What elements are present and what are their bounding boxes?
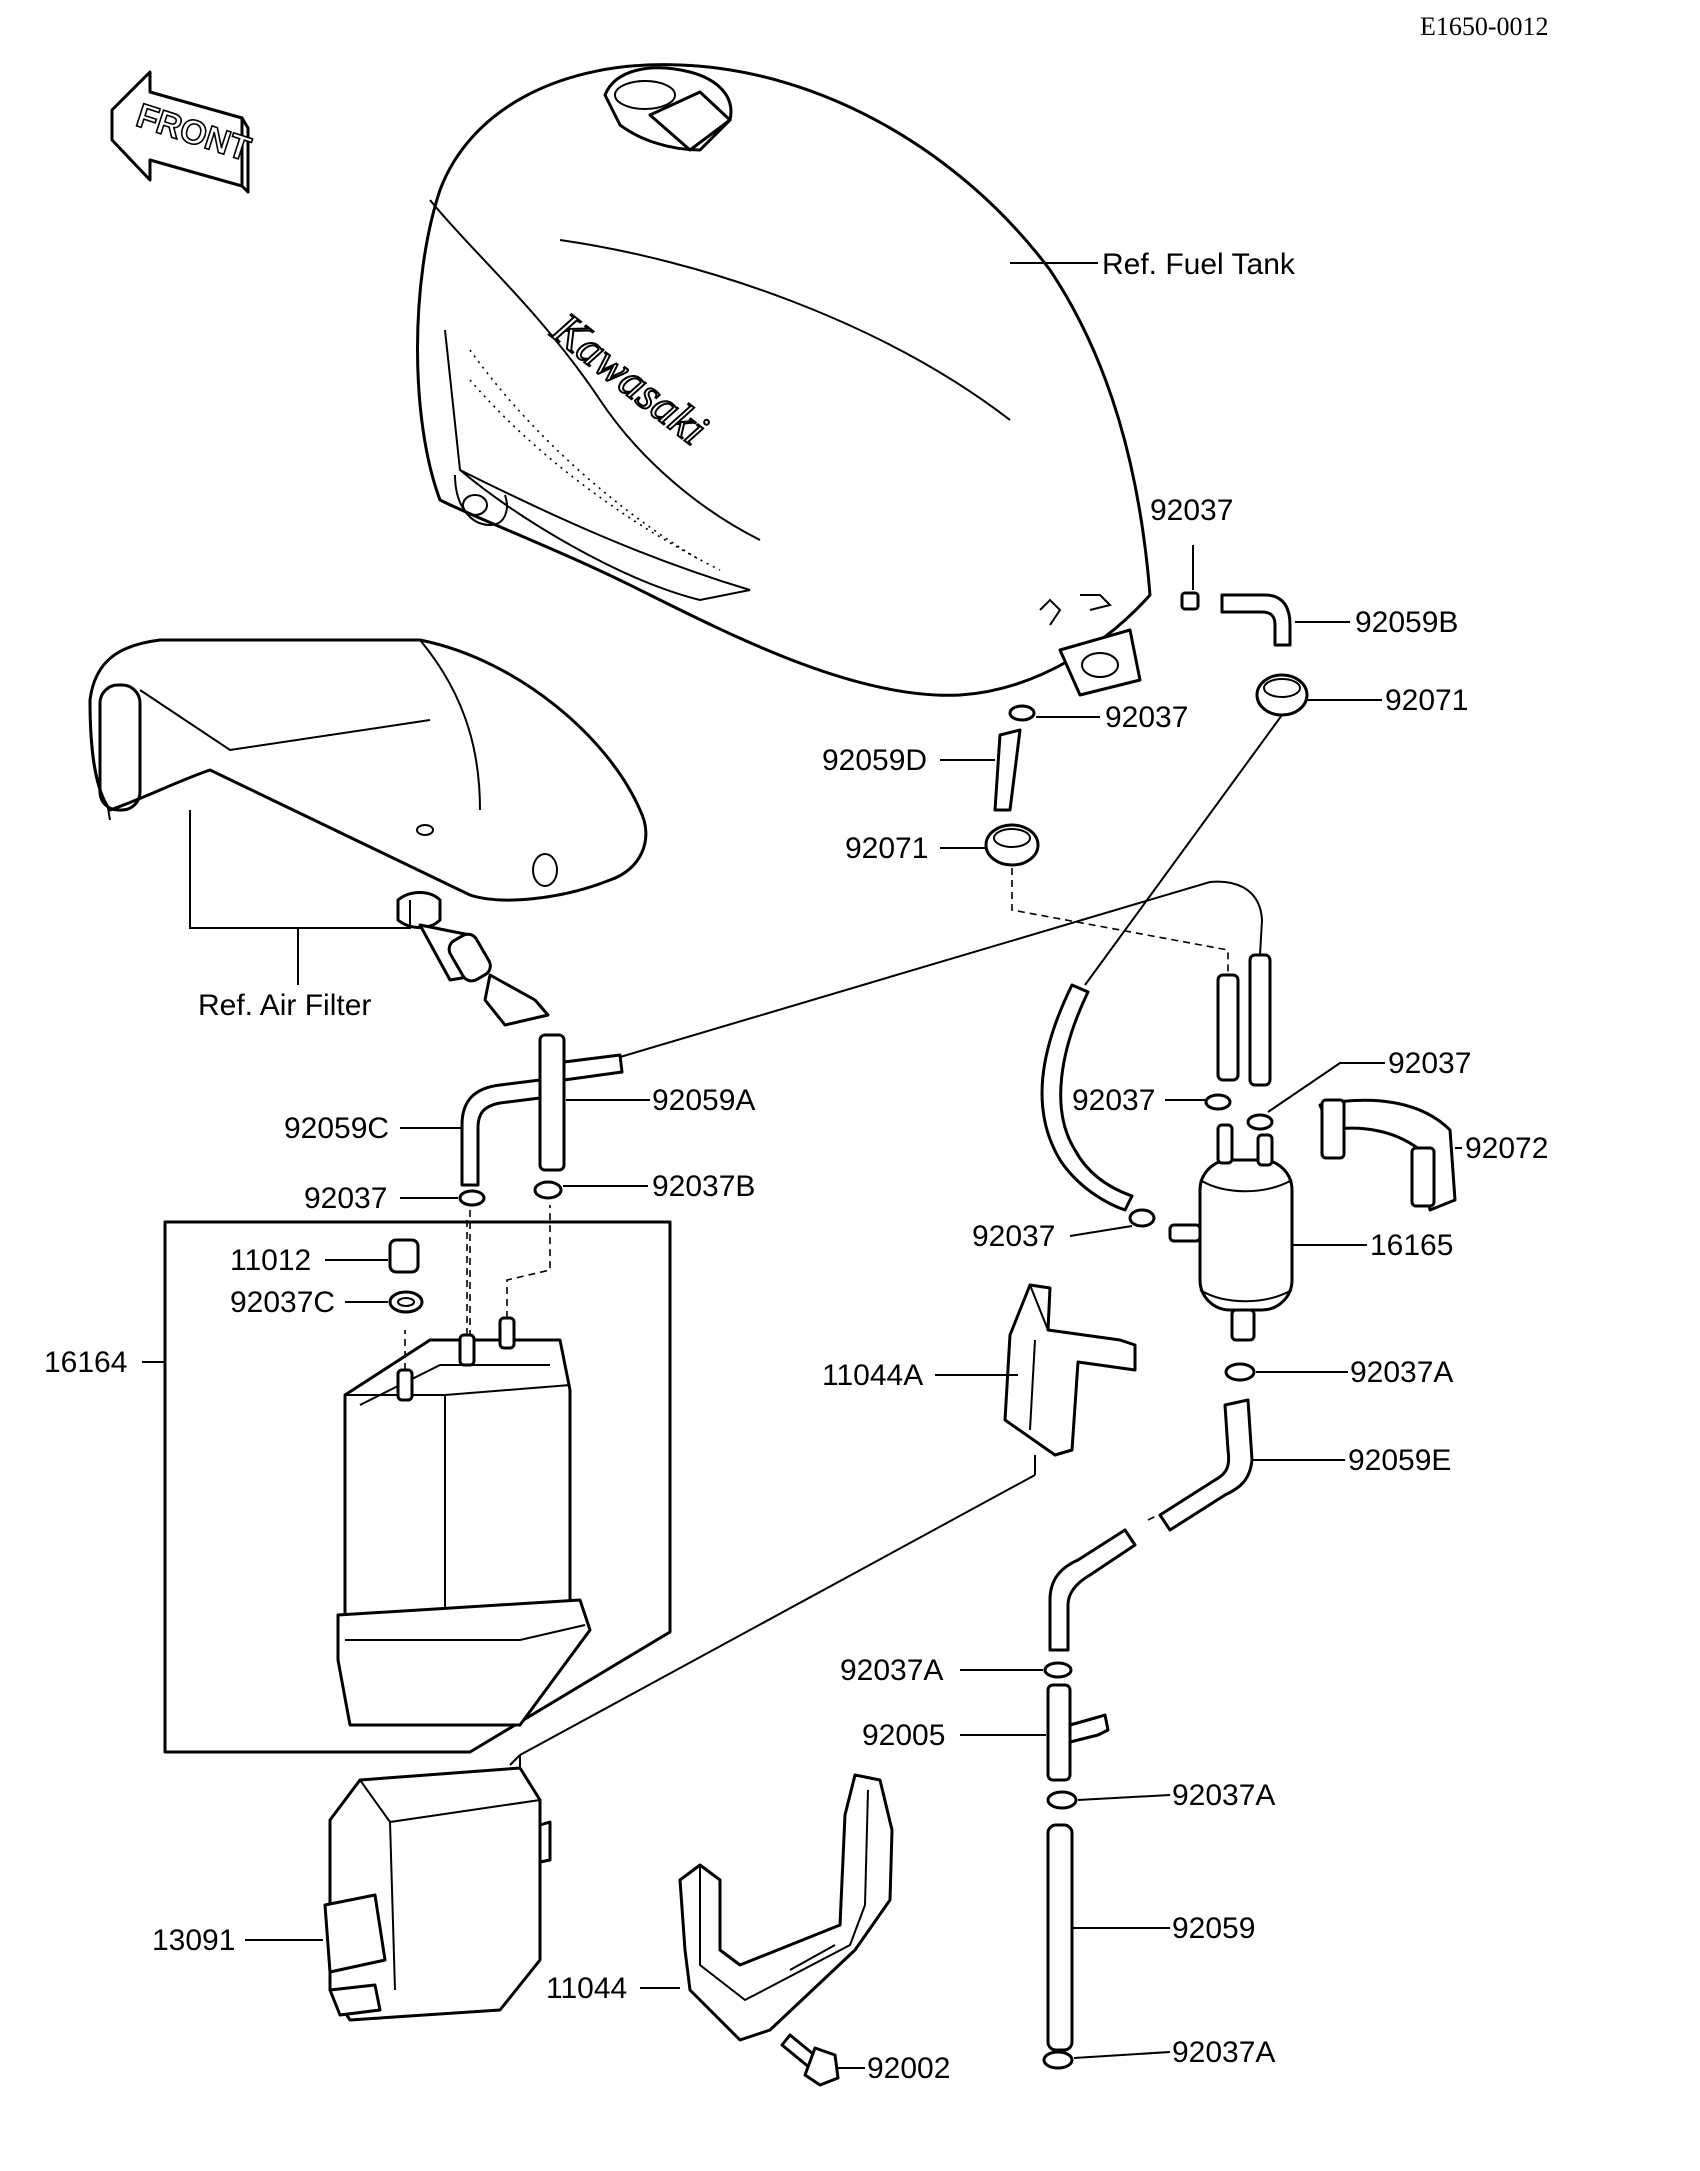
svg-text:13091: 13091 (152, 1924, 235, 1957)
svg-text:92037B: 92037B (652, 1170, 755, 1203)
svg-text:92071: 92071 (1385, 684, 1468, 717)
clamp-92037A-3: 92037A (1046, 1779, 1275, 1812)
fuel-tank-label: Ref. Fuel Tank (1010, 248, 1296, 281)
svg-text:92072: 92072 (1465, 1132, 1548, 1165)
bracket-11044A: 11044A (519, 1283, 1137, 1780)
bolt-92002: 92002 (780, 2033, 950, 2087)
clamp-92037A-1: 92037A (1224, 1356, 1453, 1389)
svg-text:92037: 92037 (304, 1182, 387, 1215)
hose-92059B: 92059B (1220, 593, 1458, 647)
svg-text:11044A: 11044A (822, 1359, 923, 1392)
hose-left-curved (1040, 983, 1134, 1212)
svg-text:11044: 11044 (546, 1972, 627, 2005)
svg-text:11012: 11012 (230, 1244, 311, 1277)
front-arrow: FRONT (110, 70, 256, 194)
svg-text:92037A: 92037A (1172, 1779, 1275, 1812)
clamp-92037-left: 92037 (304, 1182, 486, 1215)
svg-text:92037A: 92037A (1350, 1356, 1453, 1389)
hose-92059E: 92059E (1158, 1398, 1451, 1532)
svg-text:92037: 92037 (1150, 494, 1233, 527)
tee-fitting-92005: 92005 (862, 1683, 1110, 1782)
svg-text:16165: 16165 (1370, 1229, 1453, 1262)
canister-16164: 16164 11012 92037C (44, 1205, 672, 1754)
clamp-92037-tank: 92037 (1008, 701, 1188, 734)
svg-text:92037: 92037 (1072, 1084, 1155, 1117)
svg-text:Ref. Fuel Tank: Ref. Fuel Tank (1102, 248, 1296, 281)
clamp-92037-filter: 92037 (972, 1208, 1156, 1253)
vent-hoses (609, 714, 1283, 1087)
fuel-tank: Kawasaki (416, 63, 1152, 697)
svg-text:92005: 92005 (862, 1719, 945, 1752)
hose-92059: 92059 (1046, 1823, 1255, 2052)
svg-text:92059C: 92059C (284, 1112, 389, 1145)
hose-92059C: 92059C (284, 1078, 542, 1187)
case-13091: 13091 (152, 1766, 552, 2022)
svg-text:92037A: 92037A (1172, 2036, 1275, 2069)
air-filter-housing (88, 638, 648, 1027)
clamp-92037A-2: 92037A (840, 1654, 1073, 1687)
bracket-11044: 11044 (546, 1773, 894, 2042)
svg-text:92037: 92037 (1105, 701, 1188, 734)
grommet-92071-right: 92071 (1255, 673, 1468, 717)
svg-text:92059A: 92059A (652, 1084, 755, 1117)
air-filter-label: Ref. Air Filter (189, 810, 411, 1022)
bracket-92072: 92072 (1318, 1098, 1548, 1212)
diagram-code: E1650-0012 (1420, 12, 1549, 41)
svg-text:92037: 92037 (1388, 1047, 1471, 1080)
svg-text:16164: 16164 (44, 1346, 127, 1379)
clamp-92037-right: 92037 (1246, 1047, 1471, 1131)
case-connector-line (509, 1754, 521, 1766)
hose-lower-bend (1048, 1514, 1159, 1652)
svg-text:92037A: 92037A (840, 1654, 943, 1687)
grommet-92071-left: 92071 (845, 823, 1040, 867)
svg-text:92037: 92037 (972, 1220, 1055, 1253)
svg-text:92071: 92071 (845, 832, 928, 865)
svg-text:92059B: 92059B (1355, 606, 1458, 639)
fuel-filter-16165: 16165 (1168, 1123, 1453, 1342)
svg-text:92059: 92059 (1172, 1912, 1255, 1945)
hose-92059D: 92059D (822, 728, 1022, 812)
svg-text:92002: 92002 (867, 2052, 950, 2085)
svg-text:92037C: 92037C (230, 1286, 335, 1319)
part-92037-top: 92037 (1150, 494, 1233, 611)
clamp-92037-mid: 92037 (1072, 1084, 1232, 1117)
hose-92059A: 92059A (538, 1033, 755, 1172)
svg-text:Ref. Air Filter: Ref. Air Filter (198, 989, 371, 1022)
clamp-92037B: 92037B (533, 1170, 755, 1203)
svg-text:92059D: 92059D (822, 744, 927, 777)
clamp-92037A-4: 92037A (1042, 2036, 1275, 2070)
svg-text:92059E: 92059E (1348, 1444, 1451, 1477)
